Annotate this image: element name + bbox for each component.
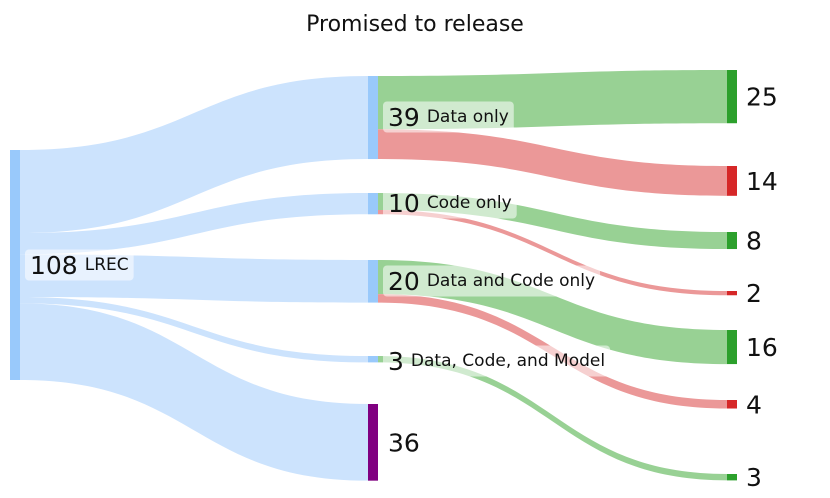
label-code_r: 8: [746, 226, 762, 255]
node-none: [368, 404, 378, 481]
link-lrec-none: [20, 303, 368, 481]
node-dc: [368, 260, 378, 303]
link-data-data_n: [378, 129, 727, 196]
node-data_r: [727, 70, 737, 124]
label-none: 36: [388, 428, 420, 457]
link-lrec-data: [20, 76, 368, 234]
label-dc_r: 16: [746, 333, 778, 362]
label-code_n: 2: [746, 279, 762, 308]
nodes: [10, 70, 737, 481]
label-code: 10 Code only: [388, 189, 512, 218]
node-dc_r: [727, 330, 737, 365]
label-data-value: 39: [388, 103, 420, 132]
label-data_r: 25: [746, 82, 778, 111]
node-code_n: [727, 291, 737, 296]
label-dcm-name: Data, Code, and Model: [411, 351, 605, 371]
label-code-bg: [383, 187, 517, 219]
node-code_r: [727, 232, 737, 250]
link-dcm-dcm_r: [378, 356, 727, 481]
label-data_n-value: 14: [746, 166, 778, 195]
node-code: [368, 193, 378, 215]
label-dc: 20 Data and Code only: [388, 267, 595, 296]
chart-title: Promised to release: [306, 12, 524, 37]
label-dcm_r-value: 3: [746, 463, 762, 492]
label-code-value: 10: [388, 189, 420, 218]
label-data: 39 Data only: [388, 103, 509, 132]
node-lrec: [10, 150, 20, 380]
label-code-name: Code only: [427, 193, 512, 213]
label-lrec-name: LREC: [85, 255, 129, 275]
link-code-code_n: [378, 210, 727, 296]
label-data_n: 14: [746, 166, 778, 195]
label-dc-name: Data and Code only: [427, 271, 595, 291]
label-dc_n-value: 4: [746, 390, 762, 419]
node-dcm_r: [727, 474, 737, 481]
label-lrec-value: 108: [30, 251, 78, 280]
node-data_n: [727, 166, 737, 196]
label-data_r-value: 25: [746, 82, 778, 111]
label-lrec: 108 LREC: [30, 251, 129, 280]
label-dc_r-value: 16: [746, 333, 778, 362]
link-lrec-dcm: [20, 296, 368, 363]
label-dc-value: 20: [388, 267, 420, 296]
label-code_n-value: 2: [746, 279, 762, 308]
label-dc_n: 4: [746, 390, 762, 419]
label-none-value: 36: [388, 428, 420, 457]
label-dcm-value: 3: [388, 347, 404, 376]
labels: 108 LREC 39 Data only 10 Code only 20 Data and …: [25, 82, 778, 492]
label-data-name: Data only: [427, 107, 509, 127]
label-dcm: 3 Data, Code, and Model: [388, 347, 605, 376]
link-lrec-code: [20, 193, 368, 255]
node-data: [368, 76, 378, 160]
label-data-bg: [383, 101, 514, 133]
label-code_r-value: 8: [746, 226, 762, 255]
label-dc-bg: [383, 265, 601, 297]
label-lrec-bg: [25, 249, 134, 281]
node-dc_n: [727, 400, 737, 409]
label-dcm_r: 3: [746, 463, 762, 492]
node-dcm: [368, 356, 378, 363]
label-dcm-bg: [383, 345, 611, 377]
